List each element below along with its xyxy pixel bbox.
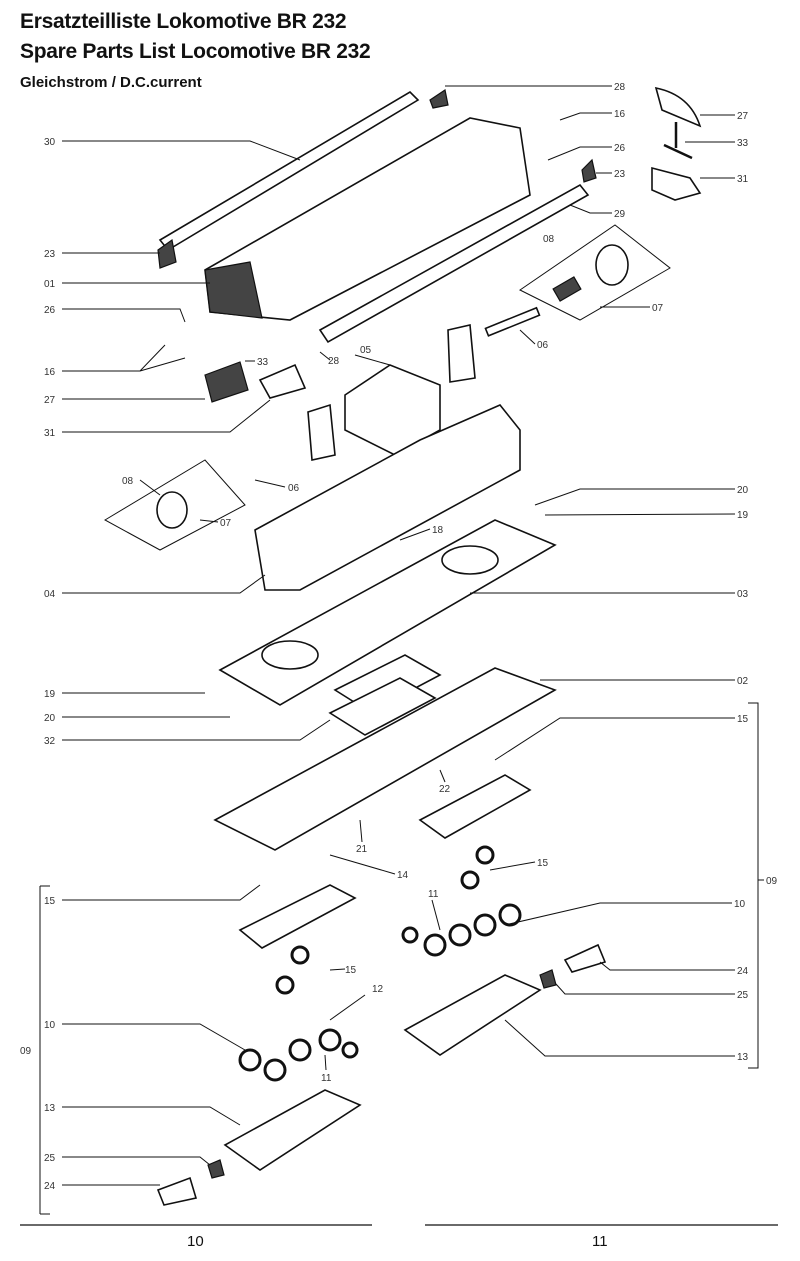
part-worm	[552, 276, 582, 302]
callout-25-right: 25	[737, 990, 749, 1001]
callout-10-right: 10	[734, 899, 746, 910]
callout-01: 01	[44, 279, 56, 290]
callout-05: 05	[360, 345, 372, 356]
callout-33-left: 33	[257, 357, 269, 368]
callout-07-left: 07	[220, 518, 232, 529]
leader-lines	[39, 85, 764, 1215]
title-german: Ersatzteilliste Lokomotive BR 232	[20, 10, 347, 33]
callout-33-right: 33	[737, 138, 749, 149]
wheelsets	[238, 845, 522, 1082]
callout-13-right: 13	[737, 1052, 749, 1063]
part-28	[429, 89, 449, 109]
part-07-flywheel	[595, 244, 629, 286]
callout-19-right: 19	[737, 510, 749, 521]
callout-24-right: 24	[737, 966, 749, 977]
callout-15-center: 15	[537, 858, 549, 869]
group-08-07-right	[519, 224, 671, 321]
callout-22: 22	[439, 784, 451, 795]
callout-25: 25	[44, 1153, 56, 1164]
callout-31: 31	[44, 428, 56, 439]
callout-06-left: 06	[288, 483, 300, 494]
callout-labels: 30 23 01 26 16 27 31 08 04 19 20 32 15 1…	[20, 82, 778, 1192]
part-03-hole-right	[441, 545, 499, 575]
part-24-left	[156, 1176, 198, 1206]
callout-02: 02	[737, 676, 749, 687]
callout-11-right: 11	[428, 889, 439, 900]
part-07-flywheel-left	[156, 491, 188, 529]
group-08-07-left	[103, 459, 246, 551]
callout-06-right: 06	[537, 340, 549, 351]
part-motor-mount-left	[307, 403, 336, 461]
callout-30: 30	[44, 137, 56, 148]
callout-27: 27	[44, 395, 56, 406]
callout-29: 29	[614, 209, 626, 220]
callout-15-right: 15	[737, 714, 749, 725]
part-motor-mount-right	[447, 324, 476, 383]
callout-07-right: 07	[652, 303, 664, 314]
part-25-left	[207, 1159, 225, 1179]
callout-23-right: 23	[614, 169, 626, 180]
part-bogie-right	[418, 774, 532, 839]
callout-31-right: 31	[737, 174, 749, 185]
page-number-right: 11	[592, 1233, 608, 1250]
callout-24: 24	[44, 1181, 56, 1192]
callout-08: 08	[122, 476, 134, 487]
callout-26-right: 26	[614, 143, 626, 154]
part-23-left	[157, 238, 177, 269]
part-33	[663, 122, 693, 160]
callout-21: 21	[356, 844, 368, 855]
callout-09: 09	[20, 1046, 32, 1057]
callout-18: 18	[432, 525, 444, 536]
part-02-frame	[213, 667, 557, 851]
callout-32: 32	[44, 736, 56, 747]
part-bogie-left	[238, 884, 357, 949]
callout-15-lower: 15	[345, 965, 357, 976]
part-06-shaft	[484, 306, 541, 337]
callout-13: 13	[44, 1103, 56, 1114]
part-13-bogie-frame-right	[403, 974, 542, 1056]
part-24	[563, 943, 607, 973]
callout-08-right: 08	[543, 234, 555, 245]
callout-09-right: 09	[766, 876, 778, 887]
part-03-hole-left	[261, 640, 319, 670]
callout-12: 12	[372, 984, 384, 995]
callout-20-right: 20	[737, 485, 749, 496]
callout-11-left: 11	[321, 1073, 332, 1084]
part-04-chassis	[254, 404, 521, 591]
callout-28: 28	[614, 82, 626, 93]
callout-20: 20	[44, 713, 56, 724]
part-25	[539, 969, 557, 989]
part-31	[651, 166, 702, 201]
subtitle: Gleichstrom / D.C.current	[20, 74, 202, 91]
callout-04: 04	[44, 589, 56, 600]
page-number-left: 10	[187, 1233, 204, 1250]
callout-03: 03	[737, 589, 749, 600]
part-27-glass	[654, 86, 702, 128]
title-english: Spare Parts List Locomotive BR 232	[20, 40, 371, 63]
part-13-bogie-frame-left	[223, 1089, 362, 1171]
callout-10: 10	[44, 1020, 56, 1031]
part-drawings	[103, 86, 702, 1206]
callout-27-right: 27	[737, 111, 749, 122]
callout-16: 16	[44, 367, 56, 378]
callout-15: 15	[44, 896, 56, 907]
callout-28-center: 28	[328, 356, 340, 367]
part-32-weight-lower	[328, 677, 437, 736]
callout-26: 26	[44, 305, 56, 316]
part-01-front	[204, 261, 263, 319]
part-31-left	[258, 363, 307, 399]
part-27-left	[204, 361, 249, 403]
part-29-side-panel	[318, 183, 590, 344]
callout-14: 14	[397, 870, 409, 881]
part-23	[581, 158, 597, 183]
callout-19: 19	[44, 689, 56, 700]
callout-23: 23	[44, 249, 56, 260]
callout-16-right: 16	[614, 109, 626, 120]
